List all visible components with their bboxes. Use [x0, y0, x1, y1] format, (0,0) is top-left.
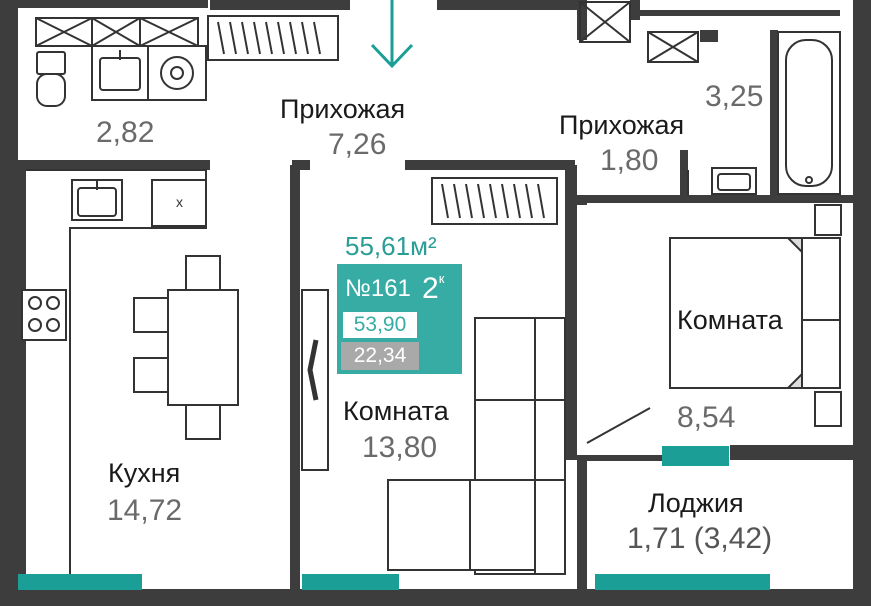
bathroom-large-area: 3,25: [705, 80, 764, 113]
x-mark: x: [151, 179, 207, 227]
sink-icon: [71, 179, 123, 221]
room-middle-name: Комната: [343, 396, 449, 426]
svg-text:x: x: [176, 194, 183, 210]
living-area: 53,90: [341, 310, 419, 340]
apartment-number: №161: [337, 272, 419, 306]
apartment-badge: №161 2к 53,90 22,34: [337, 264, 462, 374]
wardrobe-icon: [431, 177, 558, 225]
kitchen-name: Кухня: [108, 458, 181, 488]
vent-boxes: [579, 1, 699, 63]
door-swing: [586, 407, 651, 444]
room-right-name: Комната: [677, 305, 783, 335]
sink-icon: [91, 45, 149, 101]
rooms-count: 2к: [422, 272, 444, 306]
rooms-suffix: к: [438, 271, 445, 286]
total-area: 55,61м²: [345, 231, 437, 261]
rooms-count-value: 2: [422, 272, 439, 305]
utility-boxes: [35, 17, 199, 47]
room-middle-area: 13,80: [362, 431, 438, 464]
arrow-down-icon: [370, 0, 414, 69]
loggia-area: 1,71 (3,42): [627, 522, 773, 555]
kitchen-counter: [26, 169, 207, 574]
washing-machine-icon: [147, 45, 207, 101]
kitchen-area: 14,72: [107, 494, 183, 527]
hall-main-name: Прихожая: [280, 94, 406, 124]
sofa-icon: [387, 317, 566, 575]
bathroom-small-area: 2,82: [96, 116, 155, 149]
stove-icon: [21, 289, 67, 341]
room-right-area: 8,54: [677, 401, 736, 434]
bathtub-icon: [777, 31, 841, 195]
windows: [18, 446, 770, 590]
loggia-name: Лоджия: [648, 488, 744, 518]
hall-small-name: Прихожая: [559, 110, 685, 140]
bed-icon: [669, 204, 842, 427]
kitchen-area-badge: 22,34: [341, 342, 419, 370]
hall-main-area: 7,26: [328, 128, 387, 161]
toilet-icon: [36, 51, 66, 107]
wardrobe-icon: [207, 15, 339, 61]
sink-icon: [711, 167, 757, 195]
hall-small-area: 1,80: [600, 144, 659, 177]
dining-table-icon: [133, 255, 239, 440]
tv-unit: [301, 289, 329, 471]
